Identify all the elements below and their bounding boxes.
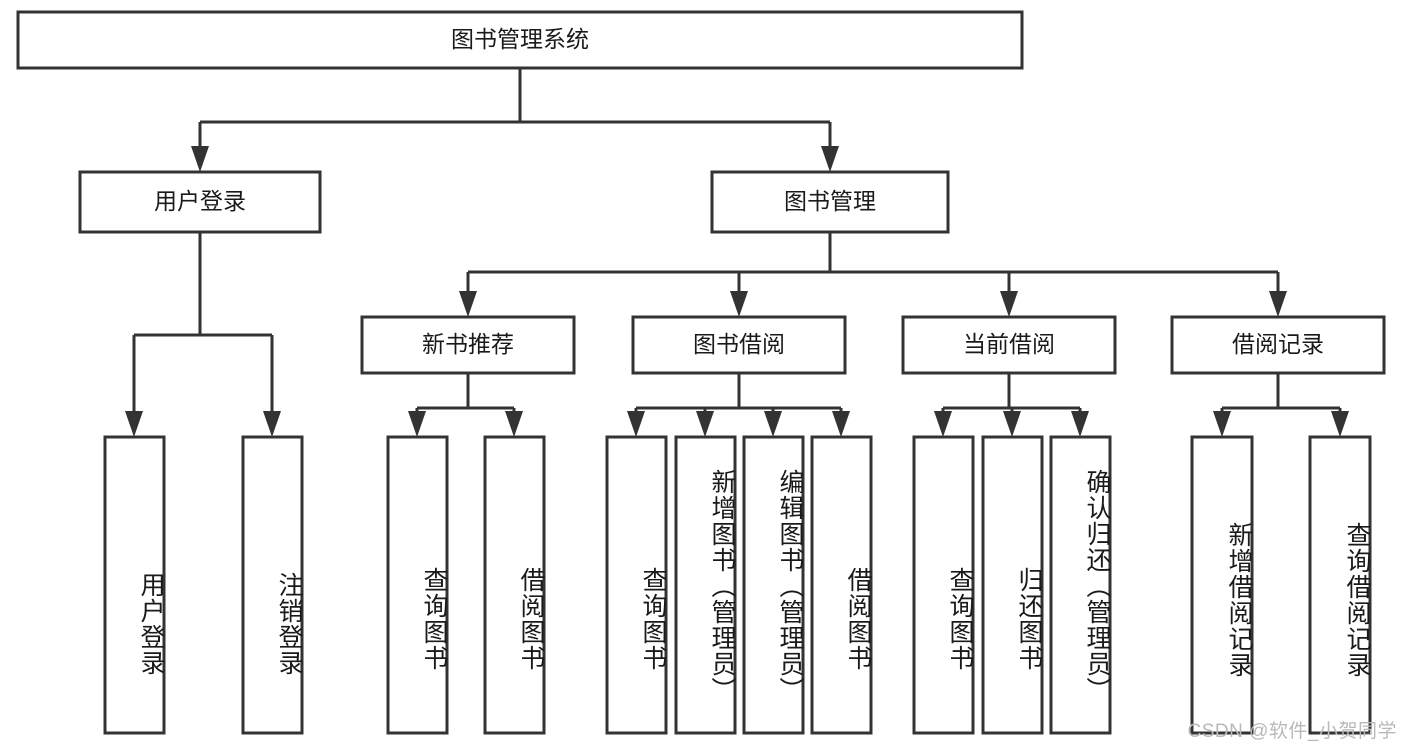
node-leaf-query-book-2-label: 查询图书: [639, 567, 667, 671]
node-leaf-borrow-book-2[interactable]: [810, 435, 873, 735]
node-borrow-record[interactable]: 借阅记录: [1170, 315, 1386, 375]
node-leaf-user-logout-label: 注销登录: [275, 572, 303, 676]
node-new-book-recommend-label: 新书推荐: [422, 331, 514, 357]
node-leaf-add-book[interactable]: [674, 435, 737, 735]
connector-book-borrow-to-leaves: [627, 373, 850, 437]
node-leaf-add-record[interactable]: [1190, 435, 1254, 735]
node-root-label: 图书管理系统: [451, 26, 589, 52]
node-leaf-confirm-return[interactable]: [1049, 435, 1112, 735]
node-leaf-query-book-3-label: 查询图书: [946, 567, 974, 671]
node-book-borrow-label: 图书借阅: [693, 331, 785, 357]
node-leaf-borrow-book-1-label: 借阅图书: [517, 567, 545, 671]
node-leaf-query-record[interactable]: [1308, 435, 1372, 735]
node-leaf-query-record-label: 查询借阅记录: [1343, 522, 1371, 678]
connector-borrow-record-to-leaves: [1213, 373, 1349, 437]
node-leaf-add-book-label: 新增图书（管理员）: [708, 469, 736, 703]
node-leaf-query-book-1-label: 查询图书: [420, 567, 448, 671]
node-leaf-query-book-3[interactable]: [912, 435, 975, 735]
node-user-login[interactable]: 用户登录: [78, 170, 322, 234]
node-root[interactable]: 图书管理系统: [16, 10, 1024, 70]
csdn-watermark: CSDN @软件_小贺同学: [1187, 721, 1397, 742]
node-new-book-recommend[interactable]: 新书推荐: [360, 315, 576, 375]
node-book-borrow[interactable]: 图书借阅: [631, 315, 847, 375]
node-leaf-return-book-label: 归还图书: [1015, 567, 1043, 671]
connector-root-to-level2: [191, 68, 839, 172]
node-leaf-edit-book[interactable]: [742, 435, 805, 735]
node-leaf-borrow-book-2-label: 借阅图书: [844, 567, 872, 671]
node-leaf-return-book[interactable]: [981, 435, 1044, 735]
connector-user-login-to-leaves: [125, 232, 281, 437]
node-current-borrow[interactable]: 当前借阅: [901, 315, 1117, 375]
node-leaf-query-book-2[interactable]: [605, 435, 668, 735]
node-borrow-record-label: 借阅记录: [1232, 331, 1324, 357]
node-leaf-add-record-label: 新增借阅记录: [1225, 522, 1253, 678]
connector-book-manage-to-level3: [459, 232, 1287, 317]
connector-new-book-recommend-to-leaves: [408, 373, 523, 437]
node-leaf-query-book-1[interactable]: [386, 435, 449, 735]
node-leaf-edit-book-label: 编辑图书（管理员）: [776, 469, 804, 703]
node-current-borrow-label: 当前借阅: [963, 331, 1055, 357]
node-book-manage[interactable]: 图书管理: [710, 170, 950, 234]
node-leaf-confirm-return-label: 确认归还（管理员）: [1083, 469, 1111, 703]
node-leaf-borrow-book-1[interactable]: [483, 435, 546, 735]
node-leaf-user-login[interactable]: [103, 435, 166, 735]
node-leaf-user-logout[interactable]: [241, 435, 304, 735]
node-leaf-user-login-label: 用户登录: [137, 572, 165, 676]
node-user-login-label: 用户登录: [154, 188, 246, 214]
connector-current-borrow-to-leaves: [934, 373, 1089, 437]
node-book-manage-label: 图书管理: [784, 188, 876, 214]
